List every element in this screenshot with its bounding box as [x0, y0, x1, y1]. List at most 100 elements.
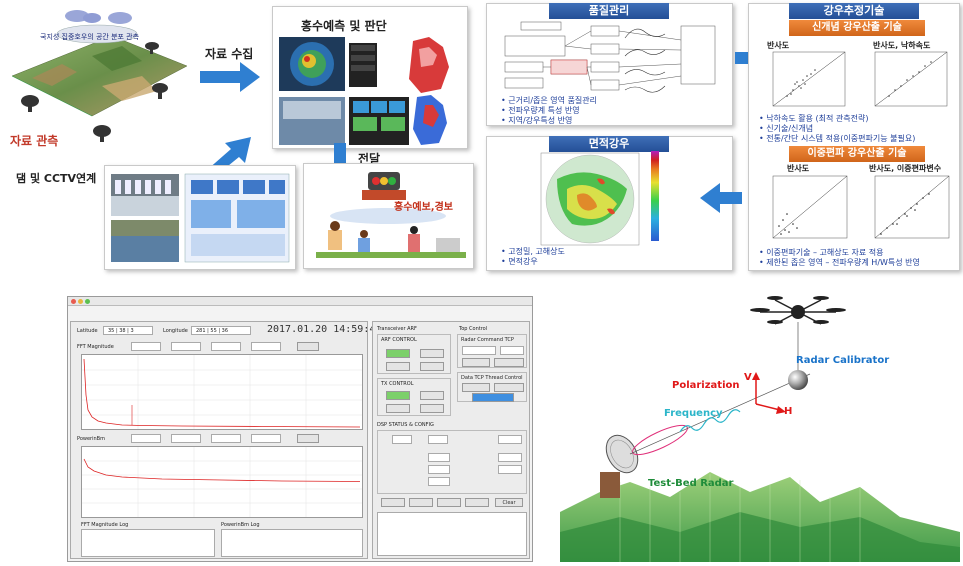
calibration-illustration — [560, 296, 960, 562]
param-field[interactable] — [171, 434, 201, 443]
port-field[interactable] — [500, 346, 524, 355]
plot-button[interactable] — [297, 342, 319, 351]
new-tech-bullet-3: • 전통/간단 시스템 적용(이중편파기능 불필요) — [759, 134, 916, 143]
dsp-status-label: DSP STATUS & CONFIG — [377, 422, 434, 428]
connect-button[interactable] — [462, 358, 490, 367]
datetime-display: 2017.01.20 14:59:45 — [267, 324, 382, 335]
param-field[interactable] — [131, 434, 161, 443]
col-reflectivity-1: 반사도 — [767, 41, 790, 50]
clear-button[interactable]: Clear — [495, 498, 523, 507]
dsp-action-button[interactable] — [409, 498, 433, 507]
observation-panel: 국지성 집중호우의 공간 분포 관측 자료 관측 — [2, 6, 192, 156]
dam-cctv-panel — [104, 165, 296, 270]
terrain-map-illustration — [11, 10, 188, 142]
close-icon[interactable] — [71, 299, 76, 304]
window-titlebar — [68, 297, 532, 306]
fft-log-area — [81, 529, 215, 557]
param-field[interactable] — [211, 434, 241, 443]
ip-field[interactable] — [462, 346, 496, 355]
area-rain-title: 면적강우 — [549, 136, 669, 152]
tx-start-button[interactable] — [386, 404, 410, 413]
param-field[interactable] — [211, 342, 241, 351]
param-field[interactable] — [131, 342, 161, 351]
tx-stop-button[interactable] — [420, 404, 444, 413]
flood-forecast-panel: 홍수예측 및 판단 — [272, 6, 468, 149]
rf-stop-button[interactable] — [420, 362, 444, 371]
flood-warning-panel: 홍수예보,경보 — [303, 163, 474, 269]
collect-label: 자료 수집 — [205, 47, 254, 61]
rf-off-button[interactable] — [420, 349, 444, 358]
dsp-field[interactable] — [392, 435, 412, 444]
param-field[interactable] — [251, 342, 281, 351]
quality-flowchart — [504, 21, 716, 93]
warning-label: 홍수예보,경보 — [394, 202, 453, 213]
arrow-right-icon — [200, 62, 260, 92]
dam-cctv-label: 댐 및 CCTV연계 — [16, 172, 97, 185]
param-field[interactable] — [251, 434, 281, 443]
dsp-action-button[interactable] — [465, 498, 489, 507]
power-log-label: PowerinBm Log — [221, 522, 260, 528]
dsp-field[interactable] — [428, 477, 450, 486]
area-rain-bullet-2: • 면적강우 — [501, 257, 538, 266]
dual-pol-bullet-1: • 이중편파기술 – 고해상도 자료 적용 — [759, 248, 884, 257]
quality-bullet-1: • 근거리/좁은 영역 품질관리 — [501, 96, 598, 105]
rf-control-label: ARF CONTROL — [381, 337, 417, 343]
col-reflectivity-2: 반사도 — [787, 164, 810, 173]
disconnect-button[interactable] — [494, 358, 524, 367]
power-dbm-label: PowerinBm — [77, 436, 105, 442]
power-log-area — [221, 529, 363, 557]
dsp-field[interactable] — [498, 465, 522, 474]
dsp-action-button[interactable] — [437, 498, 461, 507]
quality-bullet-2: • 전파우량계 특성 반영 — [501, 106, 580, 115]
minimize-icon[interactable] — [78, 299, 83, 304]
h-label: H — [784, 406, 793, 417]
new-tech-scatter-plots — [772, 51, 948, 107]
area-rain-panel: 면적강우 • 고정밀, 고해상도 • 면적강우 — [486, 136, 733, 271]
deliver-label: 전달 — [358, 152, 381, 166]
col-reflect-fall-speed: 반사도, 낙하속도 — [873, 41, 931, 50]
latitude-field[interactable]: 35 | 38 | 3 — [103, 326, 153, 335]
area-rain-map — [540, 152, 640, 246]
power-dbm-plot — [81, 446, 363, 518]
dsp-action-button[interactable] — [381, 498, 405, 507]
rf-on-button[interactable] — [386, 349, 410, 358]
rf-start-button[interactable] — [386, 362, 410, 371]
transceiver-label: Transceiver ARF — [377, 326, 417, 332]
tx-control-group: TX CONTROL — [377, 378, 451, 416]
quality-bullet-3: • 지역/강우특성 반영 — [501, 116, 573, 125]
radar-calibration-diagram: Radar Calibrator Polarization V H Freque… — [560, 292, 960, 562]
dsp-field[interactable] — [498, 453, 522, 462]
dam-cctv-images — [111, 173, 290, 263]
tx-on-button[interactable] — [386, 391, 410, 400]
frequency-label: Frequency — [664, 408, 723, 419]
plot-button[interactable] — [297, 434, 319, 443]
fft-magnitude-plot — [81, 354, 363, 430]
dual-pol-bullet-2: • 제한된 좁은 영역 – 전파우량계 H/W특성 반영 — [759, 258, 920, 267]
data-on-button[interactable] — [472, 393, 514, 402]
tx-control-label: TX CONTROL — [381, 381, 414, 387]
forecast-images — [279, 37, 449, 145]
dsp-field[interactable] — [428, 435, 448, 444]
latitude-label: Latitude — [77, 328, 98, 334]
dsp-field[interactable] — [428, 453, 450, 462]
cloud-label: 국지성 집중호우의 공간 분포 관측 — [40, 33, 140, 41]
radar-command-label: Radar Command TCP — [461, 337, 514, 343]
param-field[interactable] — [171, 342, 201, 351]
quality-title: 품질관리 — [549, 3, 669, 19]
radar-control-software-window: Latitude 35 | 38 | 3 Longitude 281 | 55 … — [67, 296, 533, 562]
rain-estimation-panel: 강우추정기술 신개념 강우산출 기술 반사도 반사도, 낙하속도 • 낙하속도 … — [748, 3, 960, 271]
radar-calibrator-label: Radar Calibrator — [796, 355, 890, 366]
new-tech-title: 신개념 강우산출 기술 — [789, 20, 925, 36]
dsp-field[interactable] — [498, 435, 522, 444]
longitude-field[interactable]: 281 | 55 | 36 — [191, 326, 251, 335]
radar-stop-button[interactable] — [494, 383, 524, 392]
maximize-icon[interactable] — [85, 299, 90, 304]
dsp-field[interactable] — [428, 465, 450, 474]
fft-magnitude-label: FFT Magnitude — [77, 344, 114, 350]
fft-log-label: FFT Magnitude Log — [81, 522, 129, 528]
radar-start-button[interactable] — [462, 383, 490, 392]
testbed-radar-label: Test-Bed Radar — [648, 478, 734, 489]
power-dbm-trace — [82, 447, 362, 517]
tx-off-button[interactable] — [420, 391, 444, 400]
top-control-label: Top Control — [459, 326, 488, 332]
